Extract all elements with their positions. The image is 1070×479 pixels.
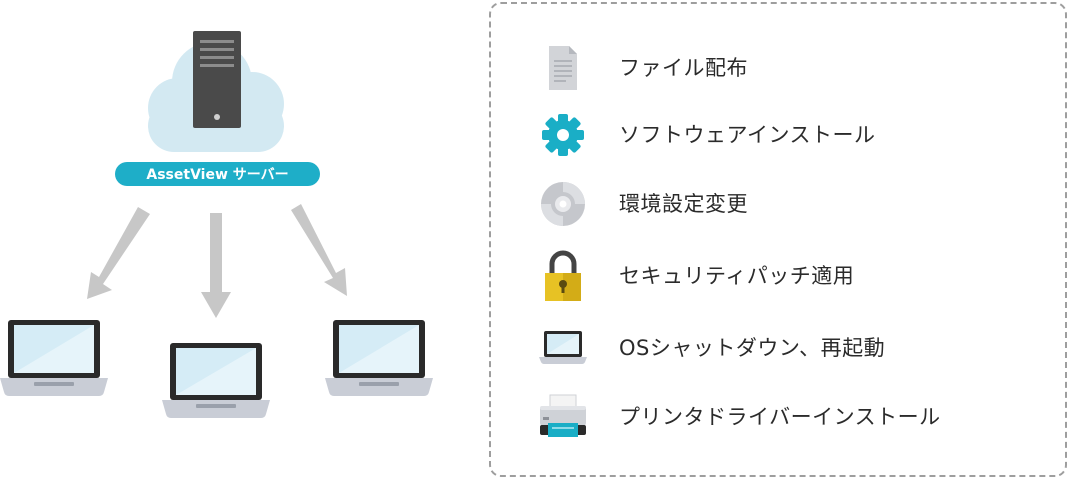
document-icon xyxy=(535,40,591,96)
laptop-center-icon xyxy=(162,343,270,418)
feature-item-printer-driver: プリンタドライバーインストール xyxy=(491,389,1065,445)
gear-icon xyxy=(535,107,591,163)
arrow-center xyxy=(201,213,231,318)
laptop-icon xyxy=(535,320,591,376)
feature-label: OSシャットダウン、再起動 xyxy=(619,336,886,360)
printer-icon xyxy=(535,389,591,445)
server-icon xyxy=(193,31,241,128)
feature-item-file-distribution: ファイル配布 xyxy=(491,40,1065,96)
server-badge: AssetView サーバー xyxy=(115,162,320,186)
disc-icon xyxy=(535,176,591,232)
feature-label: セキュリティパッチ適用 xyxy=(619,264,855,288)
arrow-right xyxy=(291,204,347,296)
feature-item-environment-settings: 環境設定変更 xyxy=(491,176,1065,232)
feature-label: 環境設定変更 xyxy=(619,192,748,216)
feature-label: ソフトウェアインストール xyxy=(619,123,876,147)
feature-label: ファイル配布 xyxy=(619,56,748,80)
feature-item-security-patch: セキュリティパッチ適用 xyxy=(491,248,1065,304)
feature-label: プリンタドライバーインストール xyxy=(619,405,941,429)
server-label: AssetView サーバー xyxy=(146,167,288,183)
arrow-left xyxy=(87,207,150,299)
laptop-left-icon xyxy=(0,320,108,396)
laptop-right-icon xyxy=(325,320,433,396)
deployment-diagram: AssetView サーバー xyxy=(0,31,433,418)
feature-item-os-shutdown: OSシャットダウン、再起動 xyxy=(491,320,1065,376)
feature-panel: ファイル配布 ソフトウェアインストール xyxy=(489,2,1067,477)
feature-item-software-install: ソフトウェアインストール xyxy=(491,107,1065,163)
padlock-icon xyxy=(535,248,591,304)
